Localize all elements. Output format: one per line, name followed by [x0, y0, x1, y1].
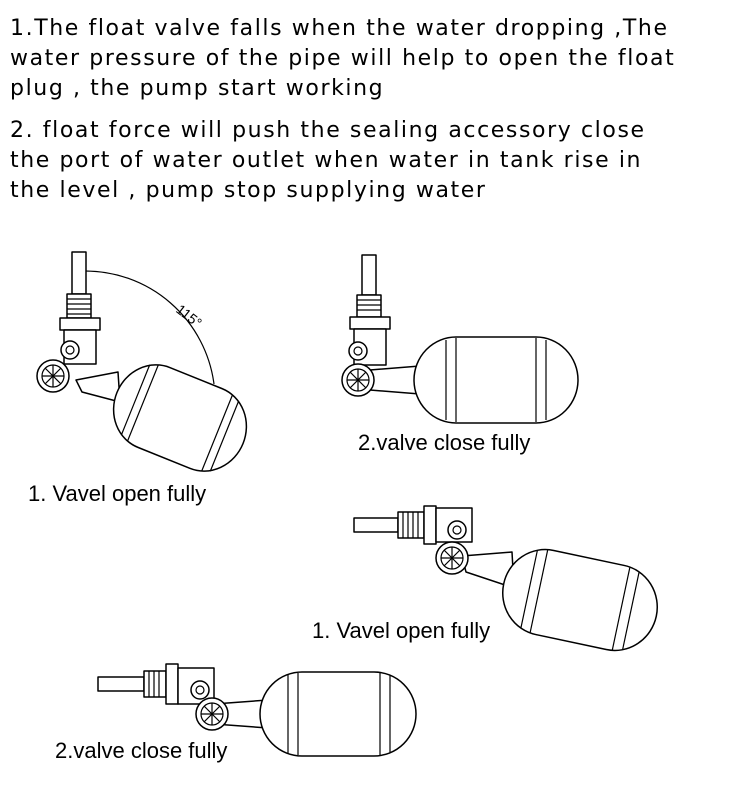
figure-1-valve-open-vertical [36, 251, 248, 472]
instruction-line: 1.The float valve falls when the water d… [10, 16, 669, 41]
instruction-line: the port of water outlet when water in t… [10, 148, 643, 173]
figure-4-valve-closed-horizontal [97, 663, 417, 757]
instruction-step-2: 2. float force will push the sealing acc… [10, 116, 745, 206]
hex-nut [349, 316, 391, 330]
inlet-pipe [97, 676, 145, 692]
instruction-line: plug , the pump start working [10, 76, 385, 101]
inlet-pipe [71, 251, 87, 295]
hex-nut [165, 663, 179, 705]
pivot-hinge [190, 680, 210, 700]
figure-3-caption: 1. Vavel open fully [312, 618, 491, 643]
float-arm [369, 365, 421, 395]
float-ball [501, 548, 659, 652]
figure-2-valve-closed-vertical [341, 254, 579, 424]
figure-3-valve-open-horizontal [353, 505, 659, 652]
pivot-hinge [447, 520, 467, 540]
instruction-step-1: 1.The float valve falls when the water d… [10, 14, 745, 104]
figure-4-caption: 2.valve close fully [55, 738, 228, 763]
float-ball [112, 364, 248, 472]
threaded-stem [143, 670, 167, 698]
threaded-stem [356, 294, 382, 318]
angle-arc [83, 270, 215, 385]
inlet-pipe [353, 517, 399, 533]
float-ball [413, 336, 579, 424]
threaded-stem [397, 511, 425, 539]
hex-nut [423, 505, 437, 545]
inlet-pipe [361, 254, 377, 296]
figure-1-caption: 1. Vavel open fully [28, 481, 207, 506]
instruction-line: 2. float force will push the sealing acc… [10, 118, 646, 143]
pivot-hinge [60, 340, 80, 360]
hex-nut [59, 317, 101, 331]
instruction-line: water pressure of the pipe will help to … [10, 46, 676, 71]
pivot-hinge [348, 341, 368, 361]
float-ball [259, 671, 417, 757]
figure-2-caption: 2.valve close fully [358, 430, 531, 455]
float-arm [75, 371, 121, 403]
instruction-line: the level , pump stop supplying water [10, 178, 487, 203]
